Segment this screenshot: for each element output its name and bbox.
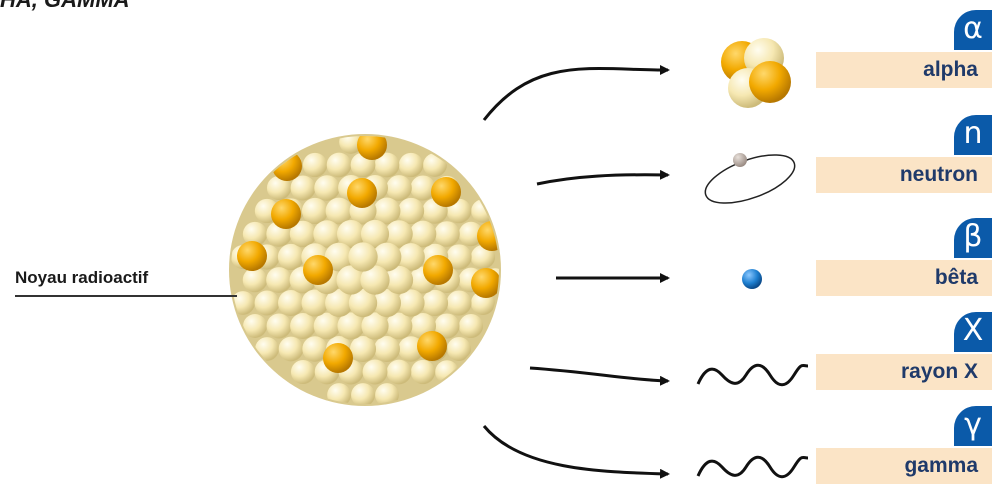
nucleon	[267, 314, 292, 339]
nucleon	[278, 290, 304, 316]
neutron-label: neutron	[816, 157, 992, 193]
beta-badge: β	[954, 218, 992, 258]
nucleon	[327, 153, 352, 178]
gamma-label: gamma	[816, 448, 992, 484]
nucleon	[446, 290, 471, 315]
nucleon	[351, 383, 375, 407]
arrow-xray	[530, 368, 668, 381]
nucleon	[363, 360, 388, 385]
arrow-alpha	[484, 69, 668, 120]
nucleon	[459, 314, 483, 338]
nucleon	[434, 221, 460, 247]
proton	[303, 255, 333, 285]
proton	[423, 255, 453, 285]
nucleon	[255, 291, 280, 316]
electron-sphere-icon	[742, 269, 762, 289]
nucleon	[291, 360, 315, 384]
nucleon	[266, 267, 292, 293]
nucleon	[243, 268, 268, 293]
xray-label: rayon X	[816, 354, 992, 390]
nucleon	[279, 337, 304, 362]
nucleon	[411, 360, 435, 384]
proton	[272, 151, 302, 181]
proton	[417, 331, 447, 361]
arrow-gamma	[484, 426, 668, 474]
nucleon	[387, 360, 412, 385]
nucleon	[435, 360, 459, 384]
neutron-badge: n	[954, 115, 992, 155]
alpha-badge: α	[954, 10, 992, 50]
nucleon	[278, 244, 304, 270]
nucleon	[290, 313, 316, 339]
proton	[271, 199, 301, 229]
nucleus-label: Noyau radioactif	[15, 268, 148, 288]
nucleon	[422, 290, 448, 316]
neutron-orbit-icon	[699, 145, 800, 213]
nucleon	[302, 198, 328, 224]
proton	[347, 178, 377, 208]
proton	[323, 343, 353, 373]
alpha-label: alpha	[816, 52, 992, 88]
nucleon	[398, 198, 424, 224]
nucleon	[314, 175, 340, 201]
alpha-particle-icon	[721, 38, 791, 108]
nucleus-leader-line	[15, 295, 237, 297]
beta-label: bêta	[816, 260, 992, 296]
nucleon	[386, 175, 412, 201]
nucleon	[255, 337, 279, 361]
proton	[431, 177, 461, 207]
wave-icon	[698, 457, 808, 477]
wave-icon	[698, 365, 808, 385]
nucleon	[303, 153, 327, 177]
nucleon	[410, 221, 437, 248]
proton	[471, 268, 501, 298]
arrow-neutron	[537, 175, 668, 184]
nucleon	[348, 242, 377, 271]
nucleon	[374, 336, 400, 362]
nucleon	[423, 153, 447, 177]
gamma-badge: γ	[954, 406, 992, 446]
xray-badge: X	[954, 312, 992, 352]
radioactive-nucleus	[229, 130, 507, 407]
nucleon	[399, 153, 423, 177]
proton	[237, 241, 267, 271]
nucleon	[291, 176, 316, 201]
nucleon	[350, 336, 376, 362]
